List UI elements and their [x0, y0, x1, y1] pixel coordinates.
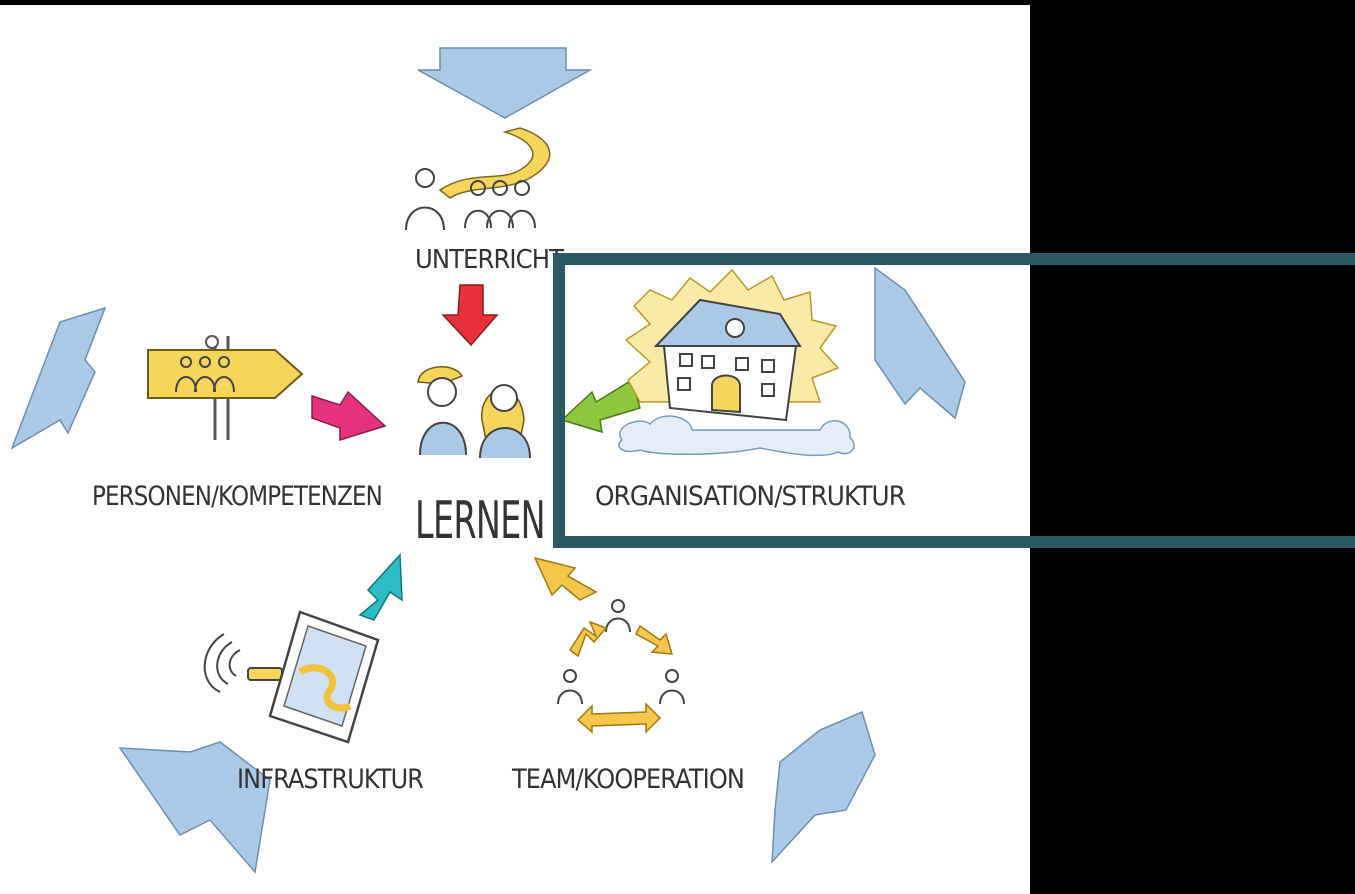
cycle-arrows-icon: [568, 620, 674, 734]
unterricht-label: UNTERRICHT: [415, 245, 564, 275]
door-icon: [711, 374, 741, 414]
unterricht-illustration: [405, 127, 551, 231]
infrastruktur-label: INFRASTRUKTUR: [237, 764, 423, 795]
outer-arrow-bottom-left: [118, 741, 271, 874]
outer-arrows: [10, 47, 966, 874]
signpost-icon: [147, 349, 304, 399]
organisation-arrow: [560, 378, 641, 434]
wifi-icon: [203, 633, 241, 693]
organisation-label: ORGANISATION/STRUKTUR: [595, 481, 905, 512]
cloud-icon: [618, 415, 855, 457]
team-illustration: [557, 599, 685, 734]
organisation-highlight-frame: [553, 253, 1355, 548]
lernen-label: LERNEN: [415, 491, 545, 551]
outer-arrow-top: [417, 47, 593, 119]
team-label: TEAM/KOOPERATION: [511, 764, 744, 795]
group-icon: [175, 356, 235, 393]
personen-arrow: [311, 390, 387, 442]
outer-arrow-bottom-right: [771, 710, 876, 865]
infrastruktur-illustration: [203, 610, 380, 744]
personen-label: PERSONEN/KOMPETENZEN: [92, 481, 382, 512]
people-icon: [405, 168, 536, 231]
unterricht-arrow: [441, 284, 499, 347]
personen-illustration: [147, 335, 304, 440]
students-icon: [417, 366, 531, 459]
windows-icon: [677, 353, 775, 397]
team-arrow: [533, 556, 598, 601]
clock-icon: [725, 318, 745, 338]
plug-icon: [247, 667, 283, 681]
outer-arrow-left: [10, 306, 107, 450]
road-icon: [438, 127, 551, 199]
organisation-illustration: [618, 268, 855, 457]
outer-arrow-right: [874, 266, 966, 420]
infrastruktur-arrow: [358, 553, 403, 621]
